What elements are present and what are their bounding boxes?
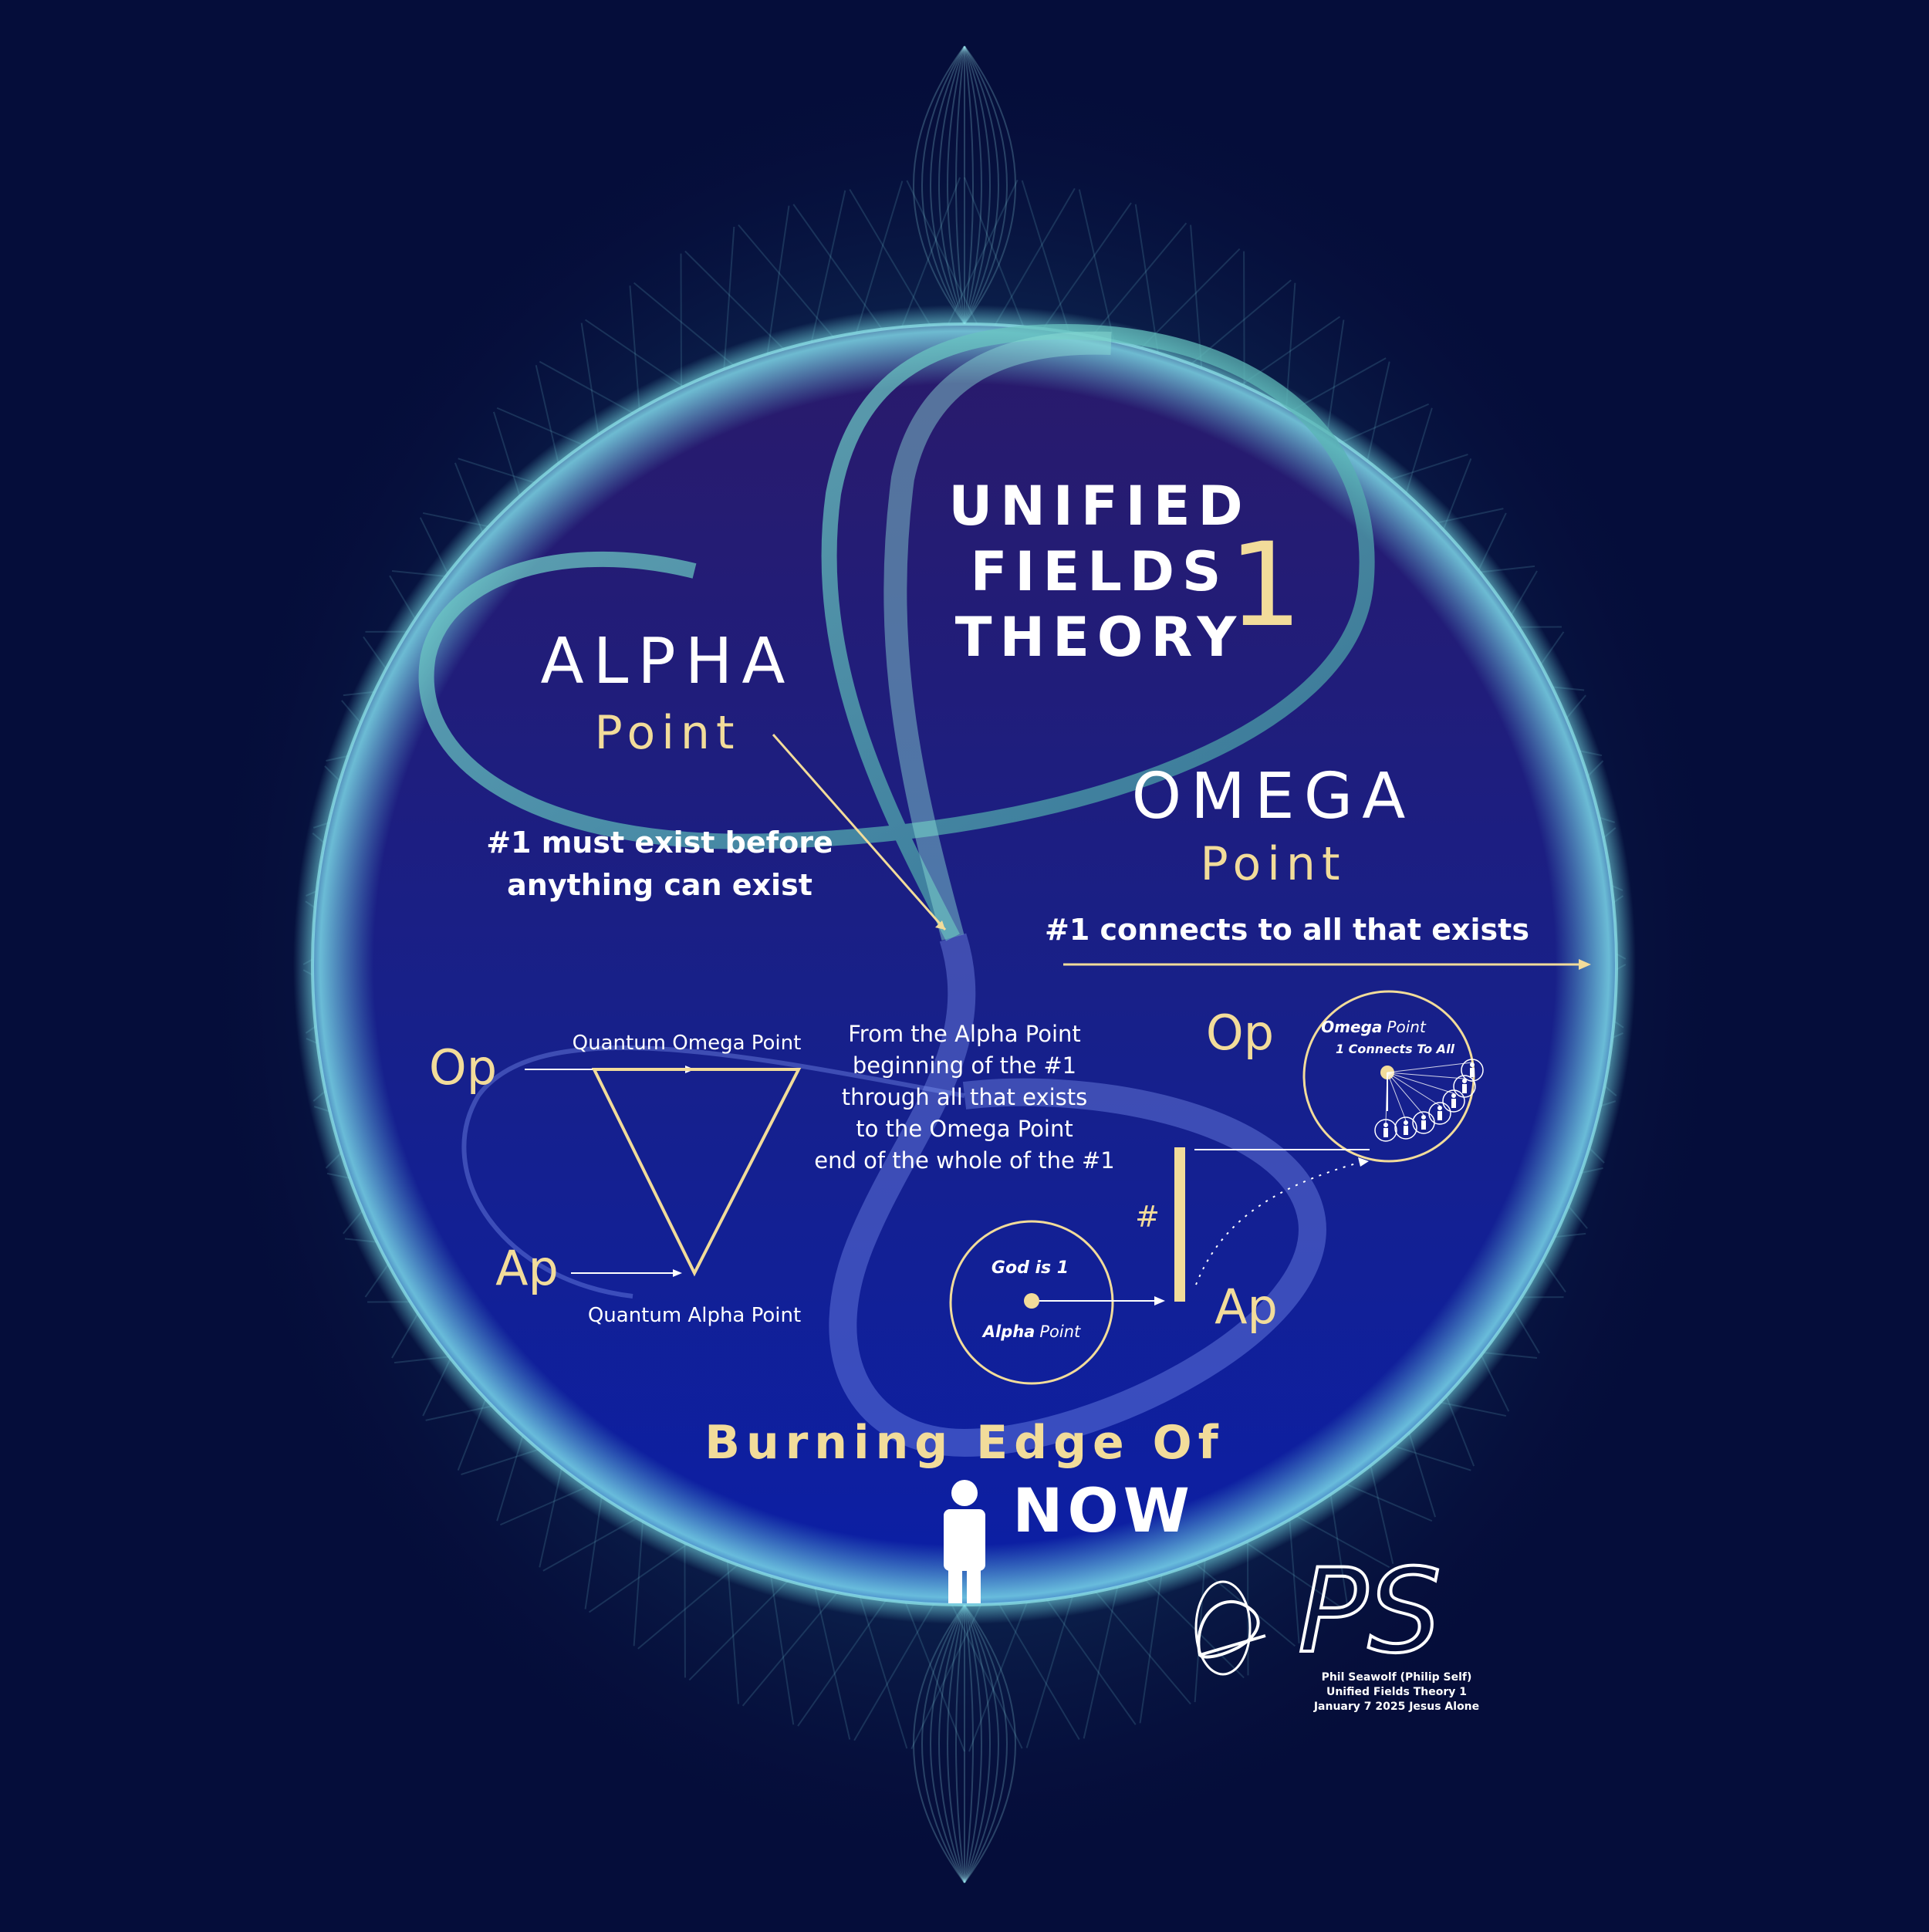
omega-desc: #1 connects to all that exists <box>1045 913 1529 947</box>
connects-to-all-label: 1 Connects To All <box>1336 1042 1455 1056</box>
dotted-curve <box>1195 1160 1365 1285</box>
circle-rim <box>311 323 1618 1606</box>
right-ap-label: Ap <box>1214 1278 1278 1335</box>
alpha-desc-line-2: anything can exist <box>507 868 812 902</box>
alpha-word: ALPHA <box>541 625 795 698</box>
person-circle <box>1461 1059 1484 1082</box>
inverted-triangle <box>591 1068 802 1277</box>
alpha-point-dot <box>1024 1293 1039 1309</box>
person-head <box>1404 1120 1408 1125</box>
omega-arrow-head <box>1579 959 1591 970</box>
person-body <box>1404 1126 1408 1135</box>
person-circle <box>1453 1075 1476 1098</box>
ap-arrow-head <box>673 1269 682 1277</box>
center-text-line-4: to the Omega Point <box>856 1116 1073 1142</box>
alpha-arrow-head <box>935 920 945 930</box>
person-head <box>1451 1093 1456 1098</box>
signature-seal-mark <box>1197 1599 1266 1659</box>
signature-work: Unified Fields Theory 1 <box>1326 1686 1467 1698</box>
connected-people <box>1374 1059 1484 1142</box>
circle-rim-glow <box>293 305 1636 1624</box>
signature-date: January 7 2025 Jesus Alone <box>1313 1701 1479 1713</box>
person-body <box>1462 1084 1467 1093</box>
person-head <box>1421 1115 1426 1120</box>
center-text-line-1: From the Alpha Point <box>848 1021 1081 1047</box>
person-body <box>1421 1120 1426 1130</box>
connection-line <box>1387 1072 1454 1094</box>
burning-edge-label: Burning Edge Of <box>704 1416 1224 1470</box>
alpha-circle-word: Alpha <box>981 1322 1035 1341</box>
person-icon <box>944 1480 985 1603</box>
title-line-2: FIELDS <box>971 540 1229 603</box>
person-circle <box>1442 1089 1465 1113</box>
person-body <box>1451 1099 1456 1108</box>
title-line-1: UNIFIED <box>948 475 1250 538</box>
alpha-circle-point: Point <box>1039 1322 1081 1341</box>
omega-section: OMEGA Point #1 connects to all that exis… <box>1045 760 1591 970</box>
person-circle <box>1428 1102 1451 1125</box>
center-text-line-5: end of the whole of the #1 <box>814 1147 1115 1174</box>
quantum-omega-label: Quantum Omega Point <box>573 1032 802 1055</box>
person-head <box>1437 1106 1442 1110</box>
signature-monogram: PS <box>1298 1545 1441 1679</box>
signature: PS Phil Seawolf (Philip Self) Unified Fi… <box>1194 1543 1479 1713</box>
triangle-ap-label: Ap <box>495 1240 559 1296</box>
person-body <box>1437 1111 1442 1120</box>
triangle-op-label: Op <box>429 1039 497 1096</box>
person-head <box>1383 1123 1388 1127</box>
ribbon-figure <box>418 323 1375 1457</box>
connection-line <box>1387 1062 1473 1073</box>
number-one-bar <box>1174 1147 1185 1302</box>
center-text-line-3: through all that exists <box>842 1084 1088 1110</box>
title-number: 1 <box>1228 518 1302 653</box>
god-is-one-label: God is 1 <box>992 1258 1069 1278</box>
connection-line <box>1387 1072 1465 1079</box>
triangle-diagram: Op Ap Quantum Omega Point Quantum Alpha … <box>429 1032 801 1327</box>
alpha-to-bar-arrow-head <box>1154 1296 1165 1305</box>
omega-circle-label: Omega Point <box>1321 1018 1427 1036</box>
center-text-line-2: beginning of the #1 <box>853 1052 1076 1079</box>
alpha-arrow-line <box>772 734 947 931</box>
omega-point-label: Point <box>1201 837 1346 891</box>
dotted-curve-arrow-head <box>1358 1157 1369 1167</box>
signature-name: Phil Seawolf (Philip Self) <box>1322 1671 1472 1684</box>
hash-label: # <box>1135 1200 1160 1234</box>
bottom-section: Burning Edge Of NOW <box>704 1416 1224 1603</box>
person-head <box>1462 1079 1467 1083</box>
now-label: NOW <box>1012 1477 1194 1546</box>
omega-circle-word: Omega <box>1321 1018 1382 1036</box>
quantum-alpha-label: Quantum Alpha Point <box>588 1304 801 1327</box>
title-line-3: THEORY <box>955 606 1244 669</box>
signature-seal-oval <box>1194 1580 1252 1676</box>
connection-line <box>1387 1072 1441 1106</box>
alpha-point-label: Point <box>595 706 741 760</box>
person-circle <box>1394 1116 1417 1140</box>
person-body <box>1470 1068 1475 1077</box>
connection-line <box>1387 1072 1424 1116</box>
omega-word: OMEGA <box>1132 760 1415 833</box>
connection-line <box>1385 1072 1388 1123</box>
right-op-label: Op <box>1206 1005 1274 1061</box>
alpha-point-circle <box>949 1220 1114 1385</box>
title: UNIFIED FIELDS THEORY 1 <box>948 475 1302 669</box>
person-head <box>1470 1062 1475 1067</box>
omega-circle-point: Point <box>1387 1018 1427 1036</box>
person-body <box>1383 1128 1388 1137</box>
alpha-section: ALPHA Point #1 must exist before anythin… <box>486 625 947 931</box>
center-text: From the Alpha Point beginning of the #1… <box>814 1021 1115 1174</box>
connection-line <box>1387 1072 1407 1121</box>
alpha-desc-line-1: #1 must exist before <box>486 826 833 860</box>
